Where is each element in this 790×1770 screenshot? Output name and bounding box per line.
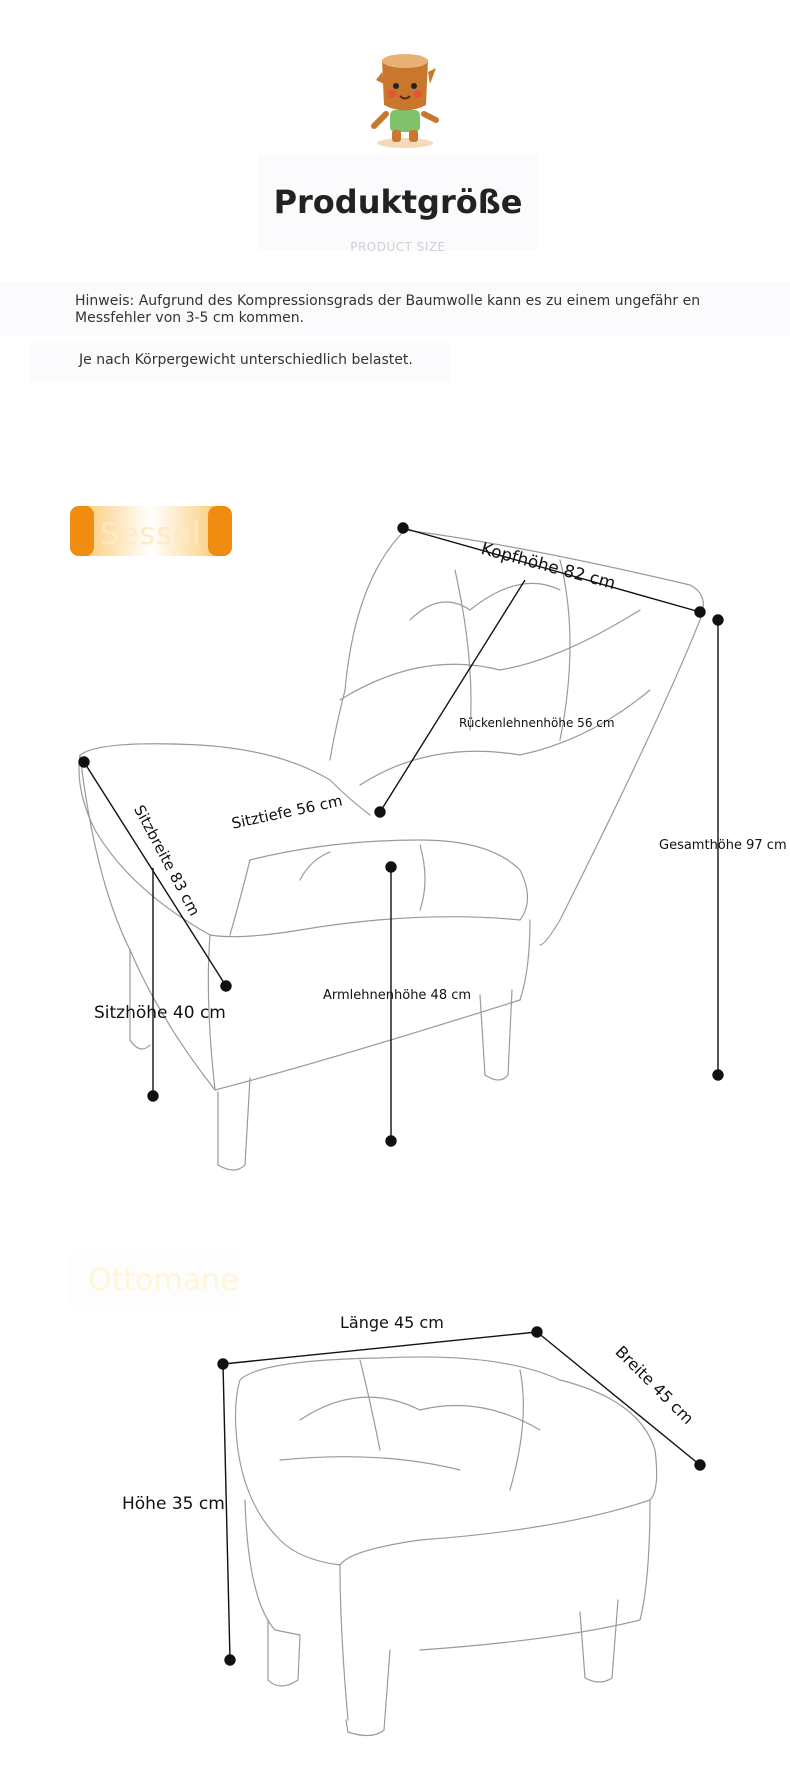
laenge-label: Länge 45 cm xyxy=(340,1313,444,1332)
ottomane-tag-label: Ottomane xyxy=(88,1263,239,1298)
tree-stump-mascot-icon xyxy=(371,54,439,148)
rueckenlehne-line xyxy=(379,579,526,813)
hoehe-line xyxy=(222,1363,231,1661)
sitzbreite-line xyxy=(83,761,227,987)
chair-seat-outline xyxy=(79,743,371,816)
armlehnenhoehe-label: Armlehnenhöhe 48 cm xyxy=(323,988,472,1003)
compression-note: Hinweis: Aufgrund des Kompressionsgrads … xyxy=(75,293,701,326)
title-block: Produktgröße PRODUCT SIZE xyxy=(258,155,538,254)
weight-note: Je nach Körpergewicht unterschiedlich be… xyxy=(79,352,413,368)
sessel-tag-badge xyxy=(70,506,232,556)
chair-back-outline xyxy=(329,529,406,761)
ottoman-diagram xyxy=(217,1326,706,1737)
sessel-tag-label: Sessel xyxy=(100,517,202,552)
ottomane-tag-band xyxy=(70,1250,240,1310)
sitzhoehe-label: Sitzhöhe 40 cm xyxy=(94,1003,226,1023)
chair-diagram xyxy=(78,522,724,1171)
ottoman-top-outline xyxy=(234,1356,658,1566)
note-band xyxy=(0,282,790,336)
note2-band xyxy=(30,343,450,381)
rueckenlehnenhoehe-label: Rückenlehnenhöhe 56 cm xyxy=(459,716,615,730)
page-subtitle: PRODUCT SIZE xyxy=(350,240,446,254)
breite-line xyxy=(536,1331,701,1466)
gesamthoehe-label: Gesamthöhe 97 cm xyxy=(659,838,787,853)
kopfhoehe-line xyxy=(402,527,701,613)
laenge-line xyxy=(222,1331,538,1365)
hoehe-label: Höhe 35 cm xyxy=(122,1494,225,1514)
page-title: Produktgröße xyxy=(273,183,523,221)
